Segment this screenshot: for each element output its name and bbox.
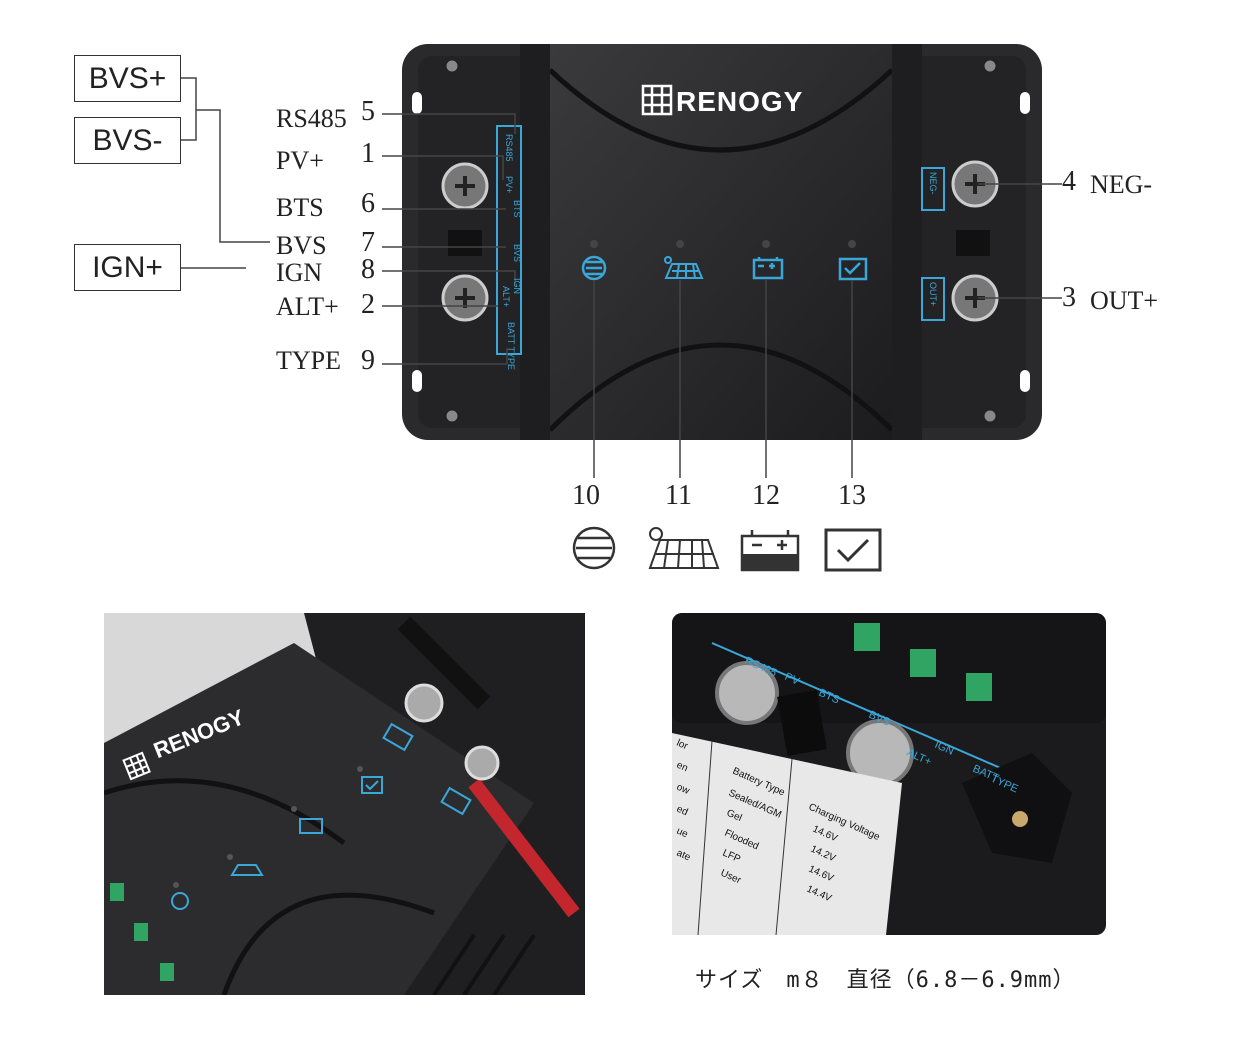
check-icon <box>838 257 868 281</box>
legend-battery-icon <box>740 530 800 572</box>
label-out: OUT+ <box>1090 286 1159 315</box>
bvs-plus-box: BVS+ <box>74 55 181 102</box>
pv-terminal-bolt <box>441 162 489 210</box>
num-9: 9 <box>361 345 375 376</box>
led-dot <box>848 240 856 248</box>
num-8: 8 <box>361 254 375 285</box>
strip-label-bvs: BVS <box>512 244 522 262</box>
out-tag <box>921 277 945 321</box>
label-rs485: RS485 <box>276 104 347 133</box>
table-left-cell: ue <box>675 826 690 841</box>
out-tag-label: OUT+ <box>928 282 938 306</box>
num-13: 13 <box>838 480 866 511</box>
terminal-strip <box>496 125 522 355</box>
strip-label-pv: PV+ <box>504 176 514 193</box>
device-lid <box>550 44 892 440</box>
label-ign: IGN <box>276 258 323 287</box>
legend-solar-panel-icon <box>648 527 720 569</box>
strip-label-bts: BTS <box>512 200 522 218</box>
neg-tag-label: NEG- <box>928 172 938 195</box>
strip-label-batt-type: BATT TYPE <box>506 322 516 370</box>
device-photo-angled <box>104 613 585 995</box>
screw <box>981 57 999 75</box>
led-dot <box>762 240 770 248</box>
table-left-cell: ed <box>675 804 690 819</box>
closeup-strip-label: PV <box>783 671 802 688</box>
bvs-minus-box: BVS- <box>74 117 181 164</box>
num-10: 10 <box>572 480 600 511</box>
screw <box>443 407 461 425</box>
engine-icon <box>581 255 607 281</box>
strip-label-rs485: RS485 <box>504 134 514 162</box>
table-left-cell: lor <box>675 738 690 753</box>
num-7: 7 <box>361 227 375 258</box>
num-6: 6 <box>361 188 375 219</box>
renogy-logo-mark <box>641 84 673 116</box>
label-bts: BTS <box>276 193 324 222</box>
table-left-cell: ate <box>675 848 693 864</box>
strip-label-alt: ALT+ <box>501 286 511 307</box>
legend-check-icon <box>824 528 882 572</box>
screw <box>981 407 999 425</box>
label-type: TYPE <box>276 346 341 375</box>
screw <box>443 57 461 75</box>
battery-icon <box>752 257 784 280</box>
brand-logo-text: RENOGY <box>676 86 804 117</box>
alt-terminal-bolt <box>441 274 489 322</box>
table-left-cell: en <box>675 760 690 775</box>
label-pv: PV+ <box>276 146 324 175</box>
num-4: 4 <box>1062 166 1076 197</box>
label-bvs: BVS <box>276 231 327 260</box>
solar-panel-icon <box>664 256 704 279</box>
ign-plus-box: IGN+ <box>74 244 181 291</box>
table-left-cell: ow <box>675 782 692 798</box>
label-alt: ALT+ <box>276 292 339 321</box>
num-2: 2 <box>361 289 375 320</box>
neg-tag <box>921 167 945 211</box>
num-12: 12 <box>752 480 780 511</box>
legend-engine-icon <box>572 526 616 570</box>
num-11: 11 <box>665 480 692 511</box>
num-1: 1 <box>361 138 375 169</box>
label-neg: NEG- <box>1090 170 1153 199</box>
led-dot <box>590 240 598 248</box>
num-3: 3 <box>1062 282 1076 313</box>
strip-label-ign: IGN <box>512 278 522 294</box>
size-caption: サイズ m８ 直径（6.8－6.9mm） <box>695 968 1076 993</box>
num-5: 5 <box>361 96 375 127</box>
led-dot <box>676 240 684 248</box>
device-diagram: RS485 PV+ BTS BVS IGN ALT+ BATT TYPE NEG… <box>181 44 1062 572</box>
